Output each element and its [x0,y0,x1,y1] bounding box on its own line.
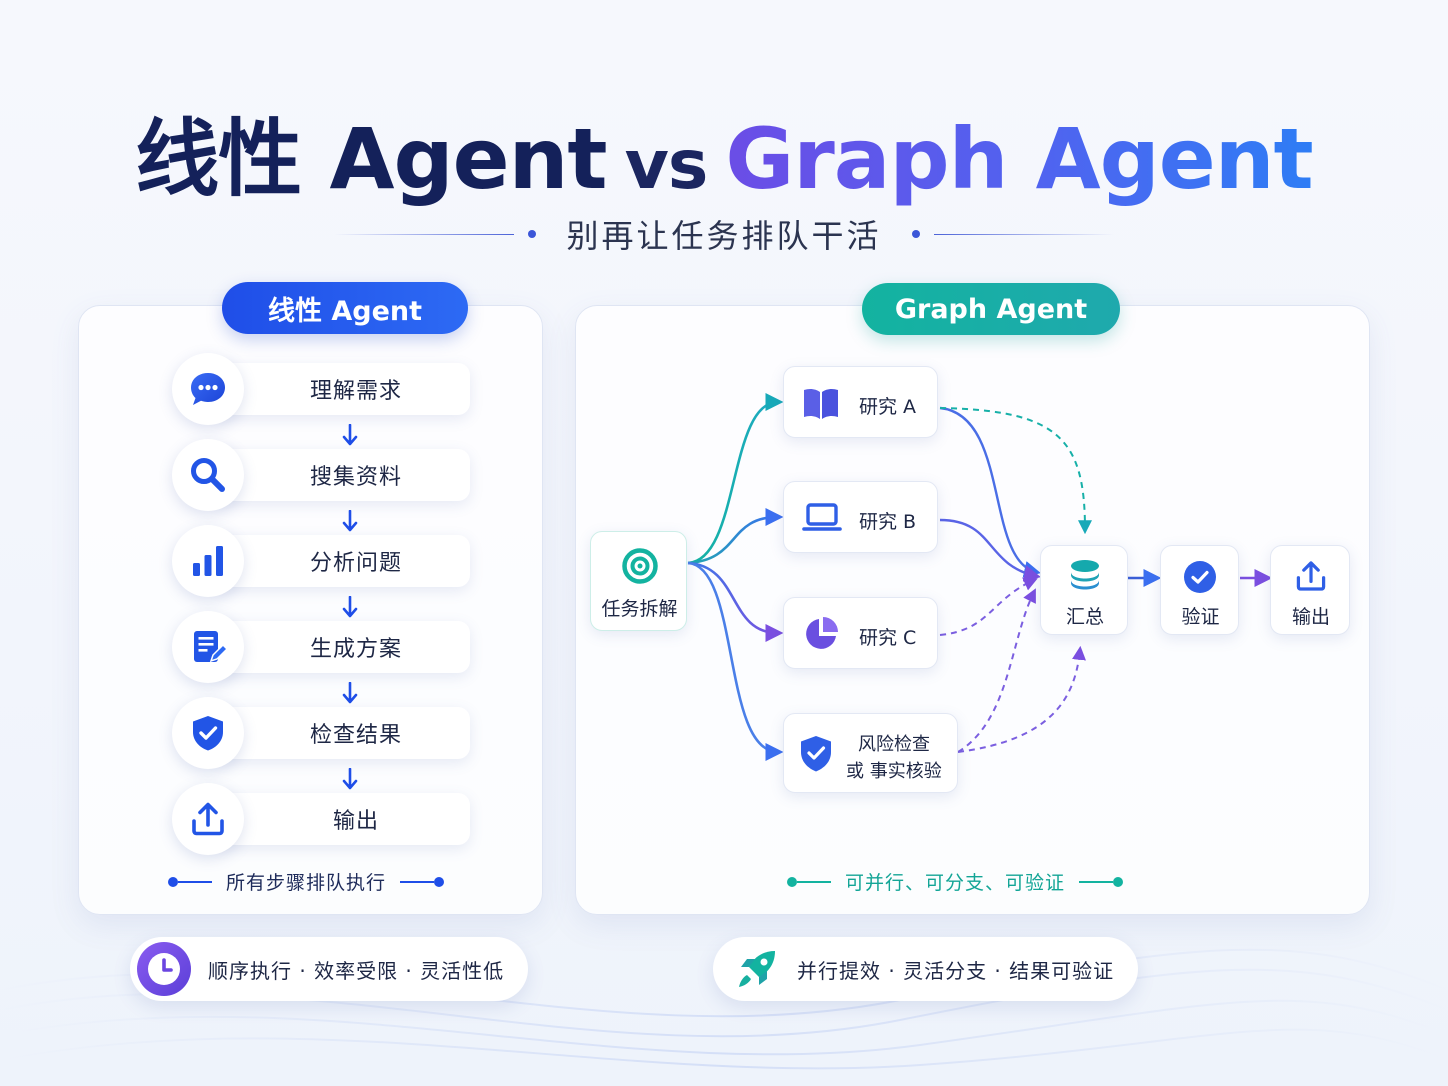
footer-line-left [178,880,212,883]
title-linear: 线性 Agent [135,110,607,208]
graph-node-output: 输出 [1270,545,1350,635]
step-label: 生成方案 [212,621,470,673]
graph-node-verify-label: 验证 [1181,606,1220,628]
linear-step-check: 检查结果 [172,697,472,769]
arrow-down-icon [342,424,358,446]
subtitle-row: 别再让任务排队干活 [0,212,1448,256]
footer-dot-right [434,876,445,887]
pie-chart-icon [806,617,838,649]
graph-node-research-b: 研究 B [783,481,938,553]
subtitle-line-left [334,233,515,235]
graph-node-research-a: 研究 A [783,366,938,438]
subtitle-dot-left [528,230,537,238]
footer-line-left [797,880,831,883]
bar-chart-icon [172,525,244,597]
footer-dot-left [787,876,797,887]
graph-node-research-b-label: 研究 B [859,511,917,533]
footer-line-right [400,880,435,883]
subtitle: 别再让任务排队干活 [566,217,882,255]
graph-node-research-c: 研究 C [783,597,938,669]
step-label: 搜集资料 [212,449,470,501]
graph-summary-chip: 并行提效 · 灵活分支 · 结果可验证 [713,937,1138,1001]
linear-step-output: 输出 [172,783,472,855]
check-circle-icon [1184,561,1216,593]
graph-node-decompose-label: 任务拆解 [601,598,678,620]
laptop-icon [802,503,842,531]
shield-check-icon [172,697,244,769]
linear-step-collect: 搜集资料 [172,439,472,511]
step-label: 理解需求 [212,363,470,415]
graph-node-summary-label: 汇总 [1065,606,1104,628]
graph-node-risk-label-1: 风险检查 [858,734,930,755]
linear-step-analyze: 分析问题 [172,525,472,597]
arrow-down-icon [342,510,358,532]
book-icon [804,388,838,419]
arrow-down-icon [342,768,358,790]
chat-bubble-icon [172,353,244,425]
graph-node-research-c-label: 研究 C [859,627,917,649]
subtitle-dot-right [911,230,920,238]
footer-line-right [1079,880,1114,883]
linear-agent-pill: 线性 Agent [222,282,468,334]
shield-check-icon [801,736,831,772]
linear-step-understand: 理解需求 [172,353,472,425]
step-label: 输出 [212,793,470,845]
linear-step-generate: 生成方案 [172,611,472,683]
document-edit-icon [172,611,244,683]
graph-summary-text: 并行提效 · 灵活分支 · 结果可验证 [797,958,1115,983]
linear-summary-chip: 顺序执行 · 效率受限 · 灵活性低 [130,937,528,1001]
footer-dot-right [1113,876,1124,887]
graph-node-summary: 汇总 [1040,545,1128,635]
rocket-icon [739,951,775,987]
arrow-down-icon [342,682,358,704]
search-icon [172,439,244,511]
graph-node-risk-label-2: 或 事实核验 [846,761,942,782]
footer-dot-left [168,876,178,887]
linear-summary-text: 顺序执行 · 效率受限 · 灵活性低 [208,958,505,983]
graph-agent-pill: Graph Agent [862,283,1120,335]
subtitle-line-right [933,233,1114,235]
graph-node-research-a-label: 研究 A [859,396,917,418]
graph-node-decompose: 任务拆解 [590,531,687,631]
linear-footer-text: 所有步骤排队执行 [226,872,387,894]
title-vs: vs [624,126,709,205]
target-icon [622,548,658,584]
arrow-down-icon [342,596,358,618]
layers-icon [1071,560,1099,590]
graph-footer: 可并行、可分支、可验证 [787,868,1124,895]
graph-node-output-label: 输出 [1291,606,1330,628]
upload-icon [1296,561,1326,591]
title-graph: Graph Agent [725,110,1313,208]
upload-icon [172,783,244,855]
step-label: 分析问题 [212,535,470,587]
graph-node-risk-check: 风险检查 或 事实核验 [783,713,958,793]
graph-footer-text: 可并行、可分支、可验证 [845,872,1066,894]
clock-icon [137,942,191,996]
linear-footer: 所有步骤排队执行 [168,868,445,895]
step-label: 检查结果 [212,707,470,759]
graph-node-verify: 验证 [1160,545,1239,635]
